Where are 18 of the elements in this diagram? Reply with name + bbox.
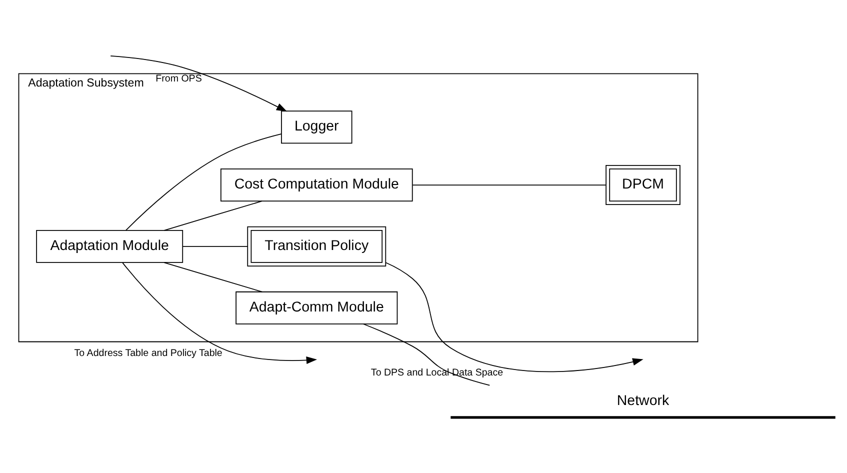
node-box: Transition Policy [247,226,386,266]
node-box: DPCM [606,164,680,206]
connector [164,200,262,231]
connector [125,134,282,231]
edge-label: To DPS and Local Data Space [370,367,504,378]
arrow [122,262,318,364]
node-text: Network [616,392,670,409]
connector [164,262,262,292]
node-box: Adapt-Comm Module [236,291,398,324]
connector [412,184,606,186]
node-box: Adaptation Module [36,230,184,263]
edge-label: To Address Table and Policy Table [74,348,222,359]
edge-label: From OPS [156,74,202,85]
arrow [110,55,288,112]
node-box: Cost Computation Module [220,168,413,202]
connector [182,246,248,247]
arrow [385,262,644,372]
node-box: Logger [281,110,352,144]
